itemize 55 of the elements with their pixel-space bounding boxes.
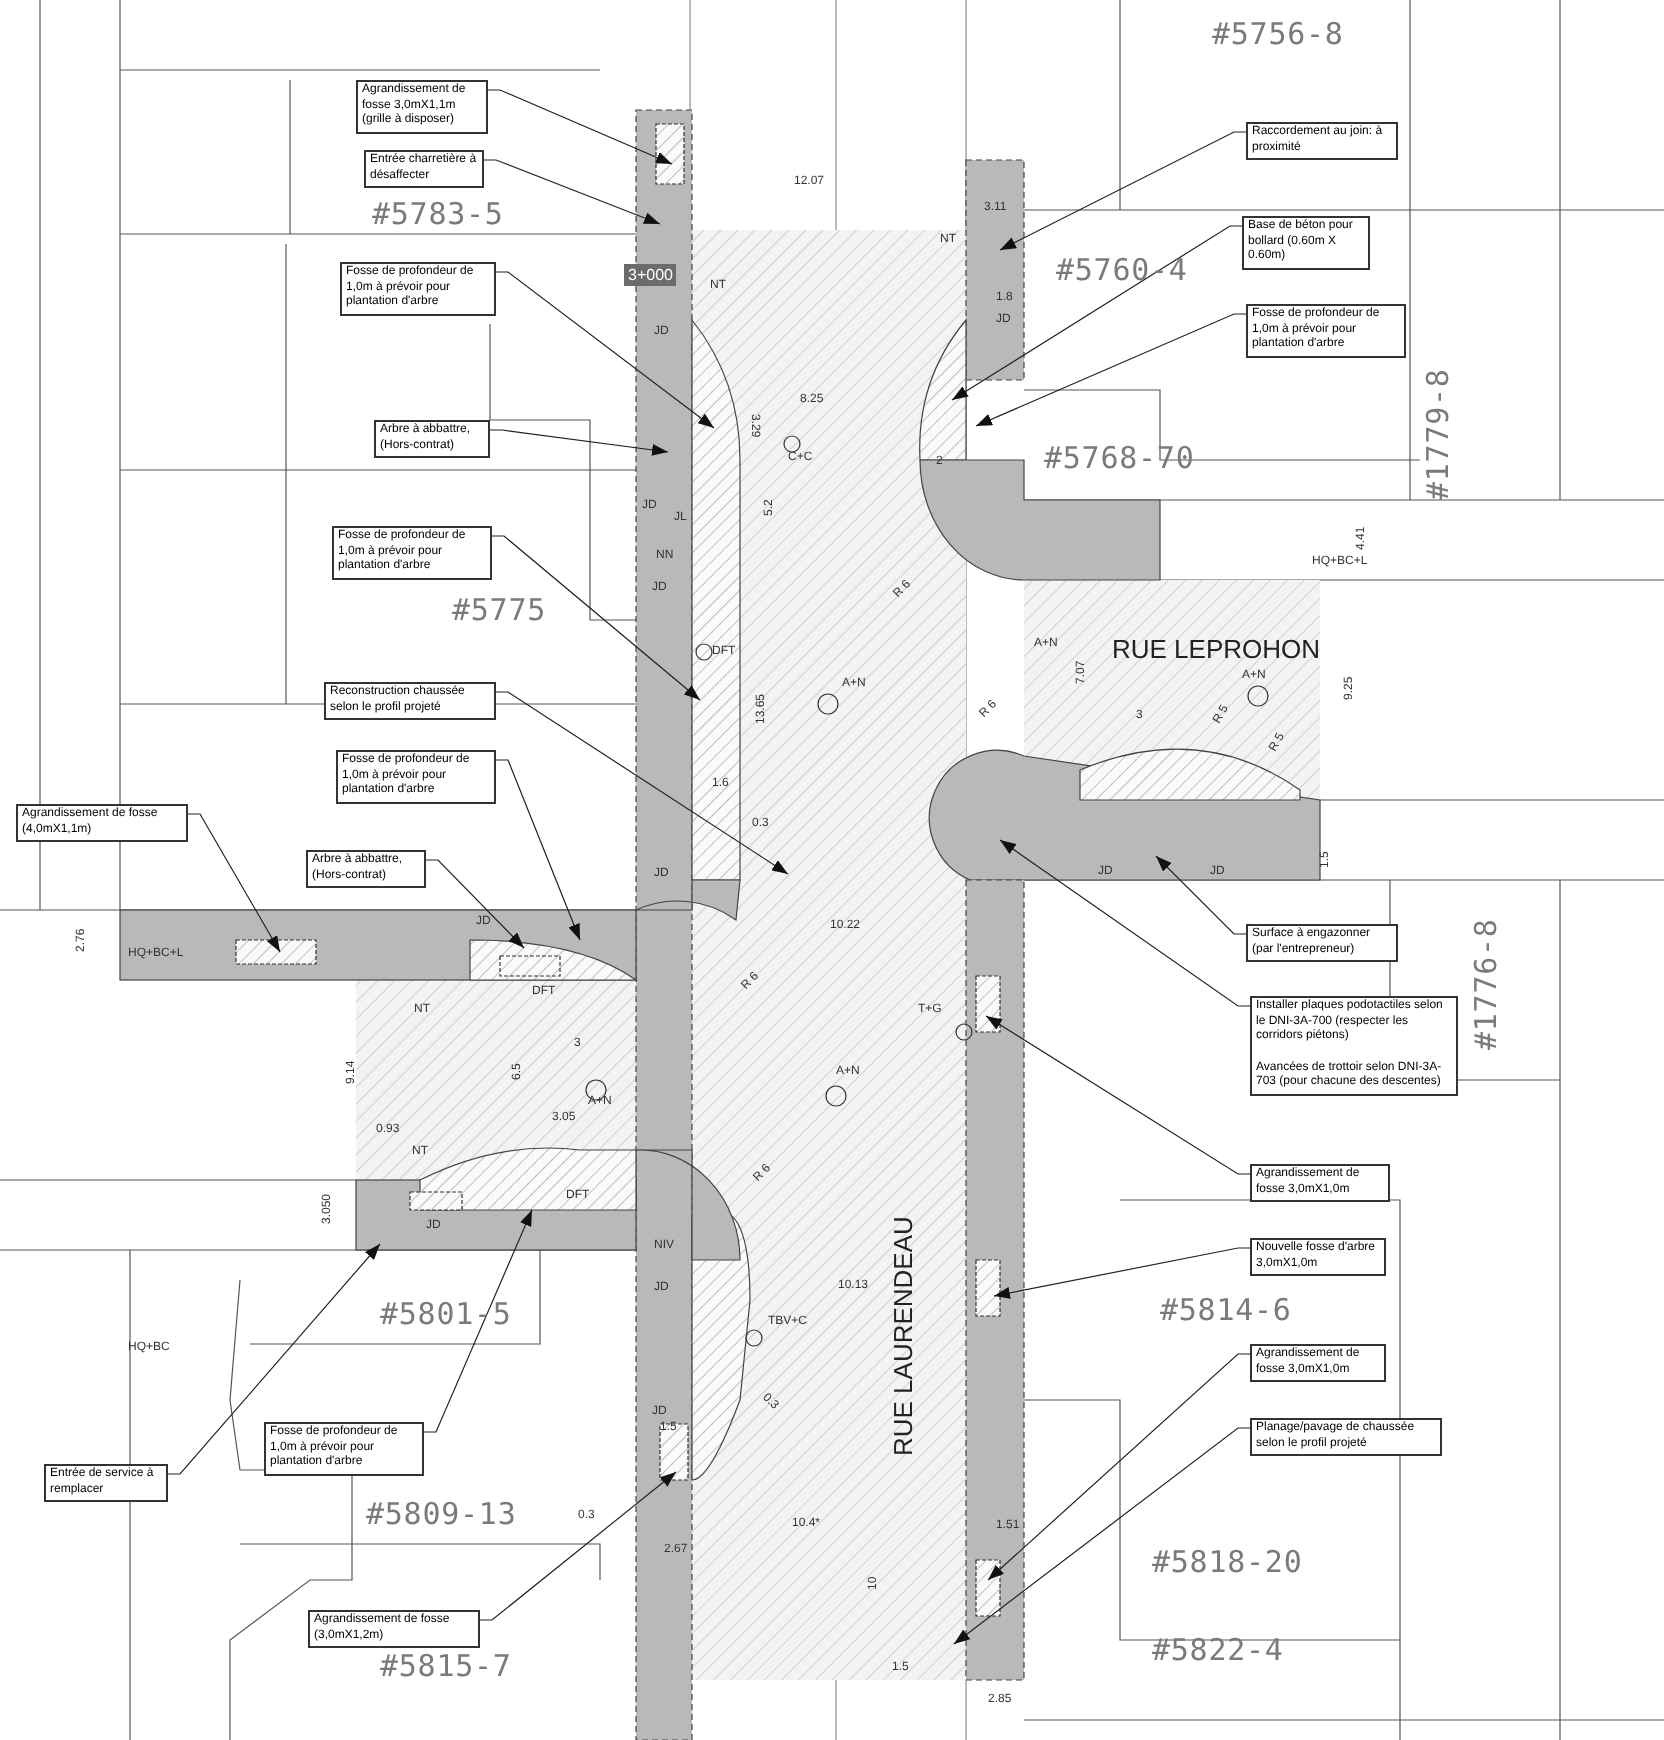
lot-number: #5783-5 [372, 200, 504, 230]
leader-line [993, 1247, 1251, 1299]
lot-number: #5822-4 [1152, 1636, 1284, 1666]
callout-box [1246, 122, 1398, 160]
chainage-tag: 3+000 [624, 264, 677, 286]
callout-box [264, 1422, 424, 1475]
callout-box [340, 262, 496, 315]
callout-box [1250, 1164, 1390, 1202]
lot-number: #1776-8 [1472, 918, 1502, 1050]
leader-line [491, 535, 701, 701]
callout-box [1250, 1344, 1386, 1382]
callout-box [332, 526, 492, 579]
leader-line [495, 759, 581, 941]
callout-box [364, 150, 484, 188]
callout-box [1250, 1238, 1386, 1276]
callout-box [336, 750, 496, 803]
lot-number: #5814-6 [1160, 1296, 1292, 1326]
callout-box [1246, 924, 1398, 962]
lot-number: #5809-13 [366, 1500, 517, 1530]
leader-line [999, 839, 1251, 1007]
leader-line [495, 691, 789, 875]
leader-line [487, 89, 673, 165]
callout-box [374, 420, 490, 458]
callout-box [1242, 216, 1370, 269]
callout-box [308, 1610, 480, 1648]
leader-line [975, 313, 1247, 427]
callout-box [1246, 304, 1406, 357]
leader-line [483, 159, 661, 225]
leader-line [495, 271, 715, 429]
callout-box [1250, 1418, 1442, 1456]
lot-number: #5768-70 [1044, 444, 1195, 474]
callout-box [1250, 996, 1458, 1095]
callout-box [324, 682, 496, 720]
leader-line [999, 131, 1247, 251]
leader-line [489, 429, 669, 456]
callout-box [306, 850, 426, 888]
street-name: RUE LEPROHON [1112, 636, 1321, 662]
leader-line [479, 1471, 677, 1621]
callout-box [16, 804, 188, 842]
lot-number: #5756-8 [1212, 20, 1344, 50]
leader-line [987, 1353, 1251, 1581]
lot-number: #5815-7 [380, 1652, 512, 1682]
leader-line [985, 1015, 1251, 1175]
lot-number: #1779-8 [1424, 368, 1454, 500]
leader-line [951, 225, 1243, 401]
leader-line [1155, 855, 1247, 935]
street-name: RUE LAURENDEAU [890, 1216, 916, 1456]
lot-number: #5818-20 [1152, 1548, 1303, 1578]
leader-line [167, 1243, 381, 1475]
callout-box [356, 80, 488, 133]
callout-box [44, 1464, 168, 1502]
leader-line [425, 859, 525, 949]
leader-line [187, 813, 281, 953]
lot-number: #5775 [452, 596, 547, 626]
leader-line [953, 1427, 1251, 1645]
